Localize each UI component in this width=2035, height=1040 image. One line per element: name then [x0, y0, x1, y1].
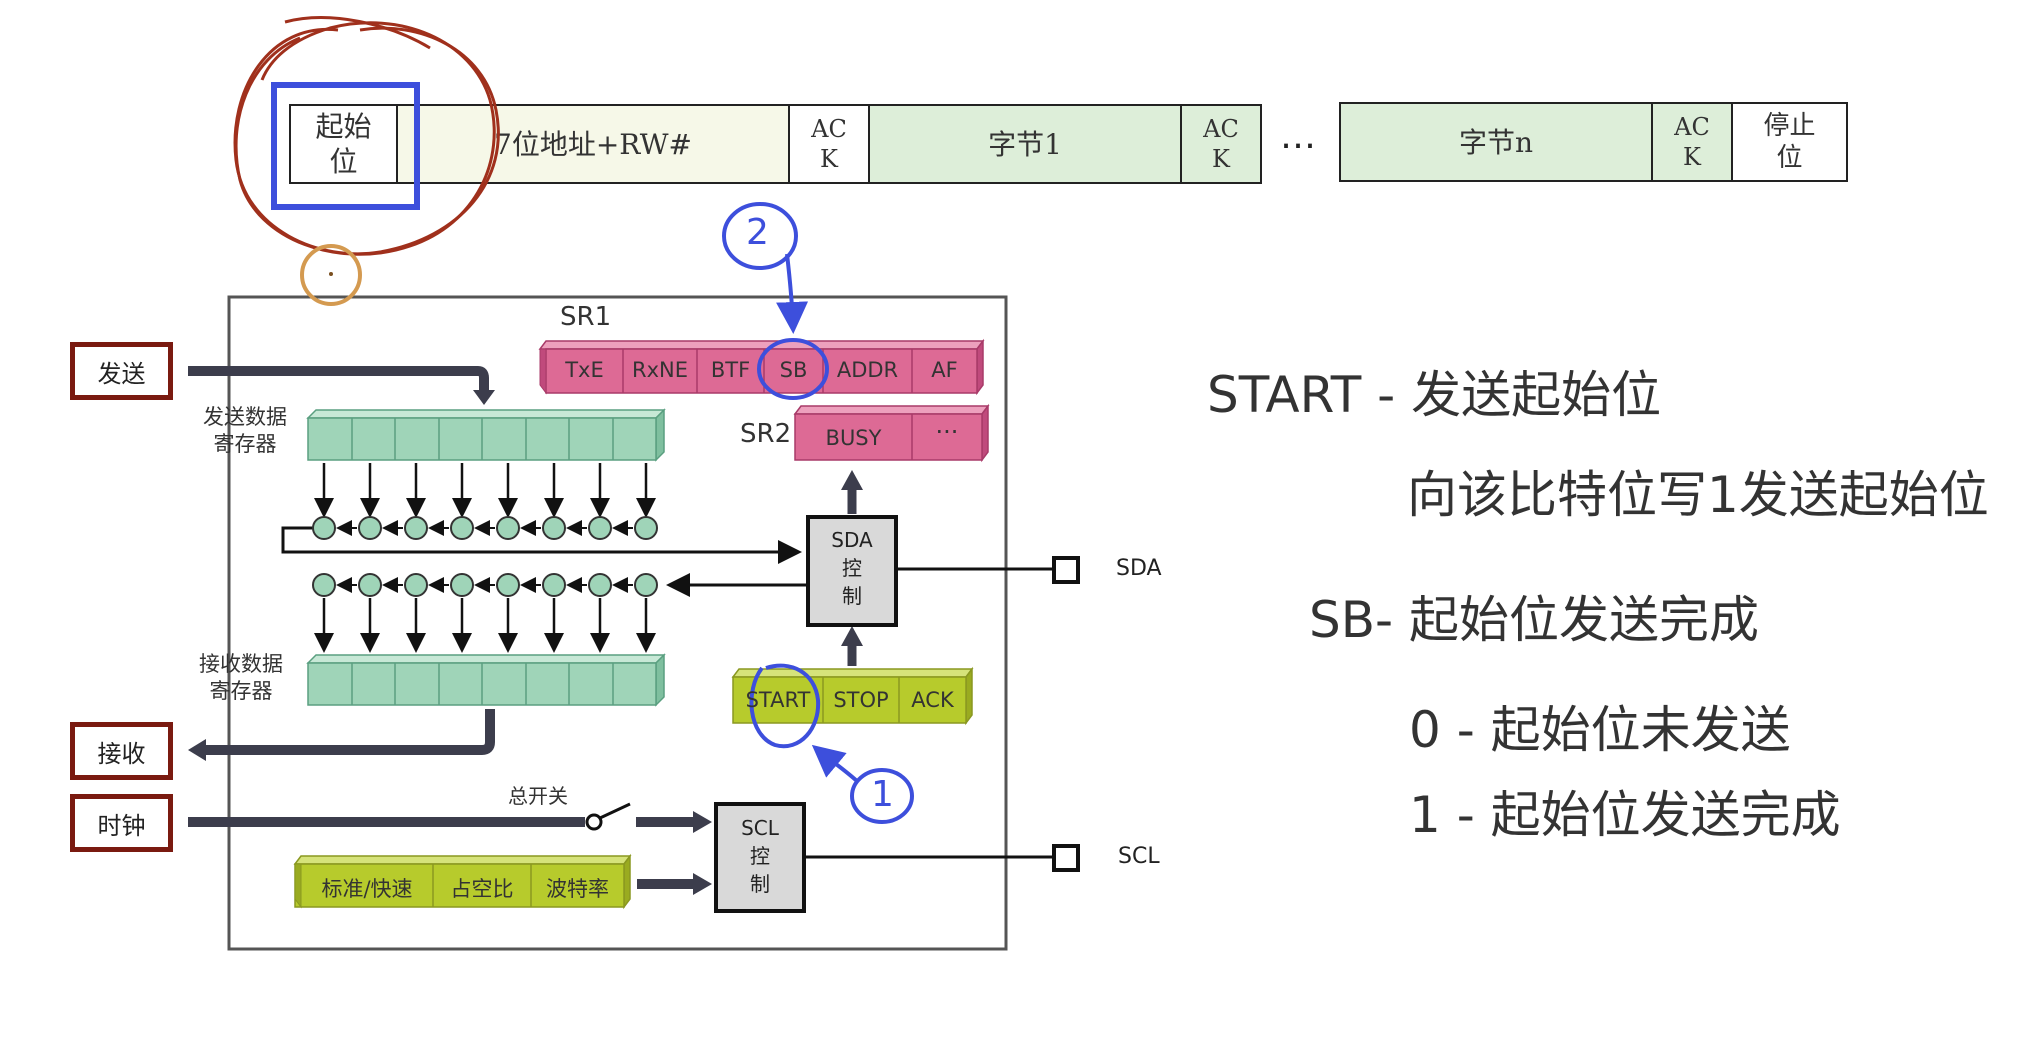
status-up-arrow [841, 470, 863, 514]
sda-control-block [806, 515, 898, 627]
red-circle-scribble [233, 16, 500, 256]
marker-2-circle [722, 202, 798, 270]
tx-register-label: 发送数据 寄存器 [203, 405, 287, 457]
note-sb-one: 1 - 起始位发送完成 [1409, 786, 1841, 844]
frame-start-bit-text: 起始 位 [315, 110, 372, 178]
tx-data-register [306, 408, 666, 462]
sr2-label: SR2 [740, 419, 792, 449]
sr1-bit-af: AF [931, 358, 958, 382]
receive-bus-arrow [188, 709, 495, 761]
ccr-bit-duty: 占空比 [450, 877, 514, 901]
sr1-bit-sb: SB [779, 358, 808, 382]
sr1-label: SR1 [560, 302, 612, 332]
scl-pin-label: SCL [1118, 844, 1160, 869]
blue-highlight-box [271, 82, 420, 210]
ccr-to-scl-arrow [637, 873, 712, 895]
cr1-register [731, 666, 974, 726]
note-sb-zero: 0 - 起始位未发送 [1409, 701, 1791, 759]
clock-bus [188, 802, 712, 833]
note-write-one: 向该比特位写1发送起始位 [1407, 466, 1989, 524]
sb-blue-circle [757, 338, 829, 400]
frame-stop-bit: 停止 位 [1733, 102, 1848, 182]
start-blue-circle [749, 663, 821, 749]
sda-pin-label: SDA [1116, 556, 1162, 581]
frame-byte-1-text: 字节1 [988, 127, 1062, 161]
sda-control-text: SDA 控 制 [831, 528, 873, 608]
sr1-bit-addr: ADDR [836, 358, 899, 382]
frame-ack-3-text: AC K [1674, 113, 1710, 171]
frame-ack-2: AC K [1182, 104, 1262, 184]
frame-address-text: 7位地址+RW# [494, 127, 692, 161]
note-start-bit: START - 发送起始位 [1207, 366, 1662, 424]
frame-address: 7位地址+RW# [398, 104, 790, 184]
marker-1-arrow [811, 744, 860, 784]
sr2-bit-busy: BUSY [825, 426, 882, 450]
marker-1-circle [850, 768, 914, 824]
rx-register-label: 接收数据 寄存器 [199, 652, 283, 704]
rx-data-register [306, 653, 666, 707]
ccr-bit-mode: 标准/快速 [321, 877, 413, 901]
frame-ellipsis: … [1280, 116, 1316, 157]
orange-dot-mark [329, 272, 333, 276]
frame-ack-2-text: AC K [1203, 115, 1239, 173]
sr2-bit-more: ··· [935, 418, 959, 446]
marker-2-arrow [776, 253, 809, 334]
peripheral-border [227, 295, 1008, 951]
frame-start-bit: 起始 位 [289, 104, 398, 184]
sr1-bit-rxne: RxNE [632, 358, 688, 382]
clock-box-text: 时钟 [97, 811, 146, 840]
receive-box-text: 接收 [97, 739, 146, 768]
frame-stop-bit-text: 停止 位 [1763, 110, 1816, 174]
frame-byte-1: 字节1 [870, 104, 1182, 184]
frame-byte-n-text: 字节n [1458, 125, 1534, 159]
sr1-bit-btf: BTF [710, 358, 751, 382]
tx-shift-chain [281, 516, 802, 564]
sr2-register [793, 403, 990, 463]
cr1-bit-ack: ACK [911, 688, 954, 712]
note-sb: SB- 起始位发送完成 [1309, 591, 1759, 649]
rx-shift-chain [312, 573, 806, 597]
marker-1-label: 1 [871, 774, 894, 815]
scl-pin-line [804, 844, 1080, 872]
rx-down-arrows [314, 598, 656, 653]
scl-control-text: SCL 控 制 [741, 816, 779, 896]
cr1-bit-start: START [745, 688, 811, 712]
frame-ack-1: AC K [790, 104, 870, 184]
clock-box: 时钟 [70, 794, 173, 852]
frame-byte-n: 字节n [1339, 102, 1653, 182]
scl-control-block [714, 802, 806, 913]
ccr-bit-baud: 波特率 [546, 877, 609, 901]
ccr-register [293, 853, 632, 910]
marker-2-label: 2 [746, 212, 769, 253]
control-up-arrow [841, 626, 863, 666]
send-box: 发送 [70, 342, 173, 400]
orange-circle-mark [300, 244, 362, 306]
master-switch-label: 总开关 [508, 784, 568, 808]
receive-box: 接收 [70, 722, 173, 780]
send-box-text: 发送 [97, 359, 146, 388]
frame-ack-3: AC K [1653, 102, 1733, 182]
frame-ack-1-text: AC K [811, 115, 847, 173]
cr1-bit-stop: STOP [833, 688, 889, 712]
tx-down-arrows [314, 463, 656, 518]
sda-pin-line [896, 556, 1080, 584]
sr1-bit-txe: TxE [565, 358, 604, 382]
send-bus-arrow [188, 366, 495, 405]
